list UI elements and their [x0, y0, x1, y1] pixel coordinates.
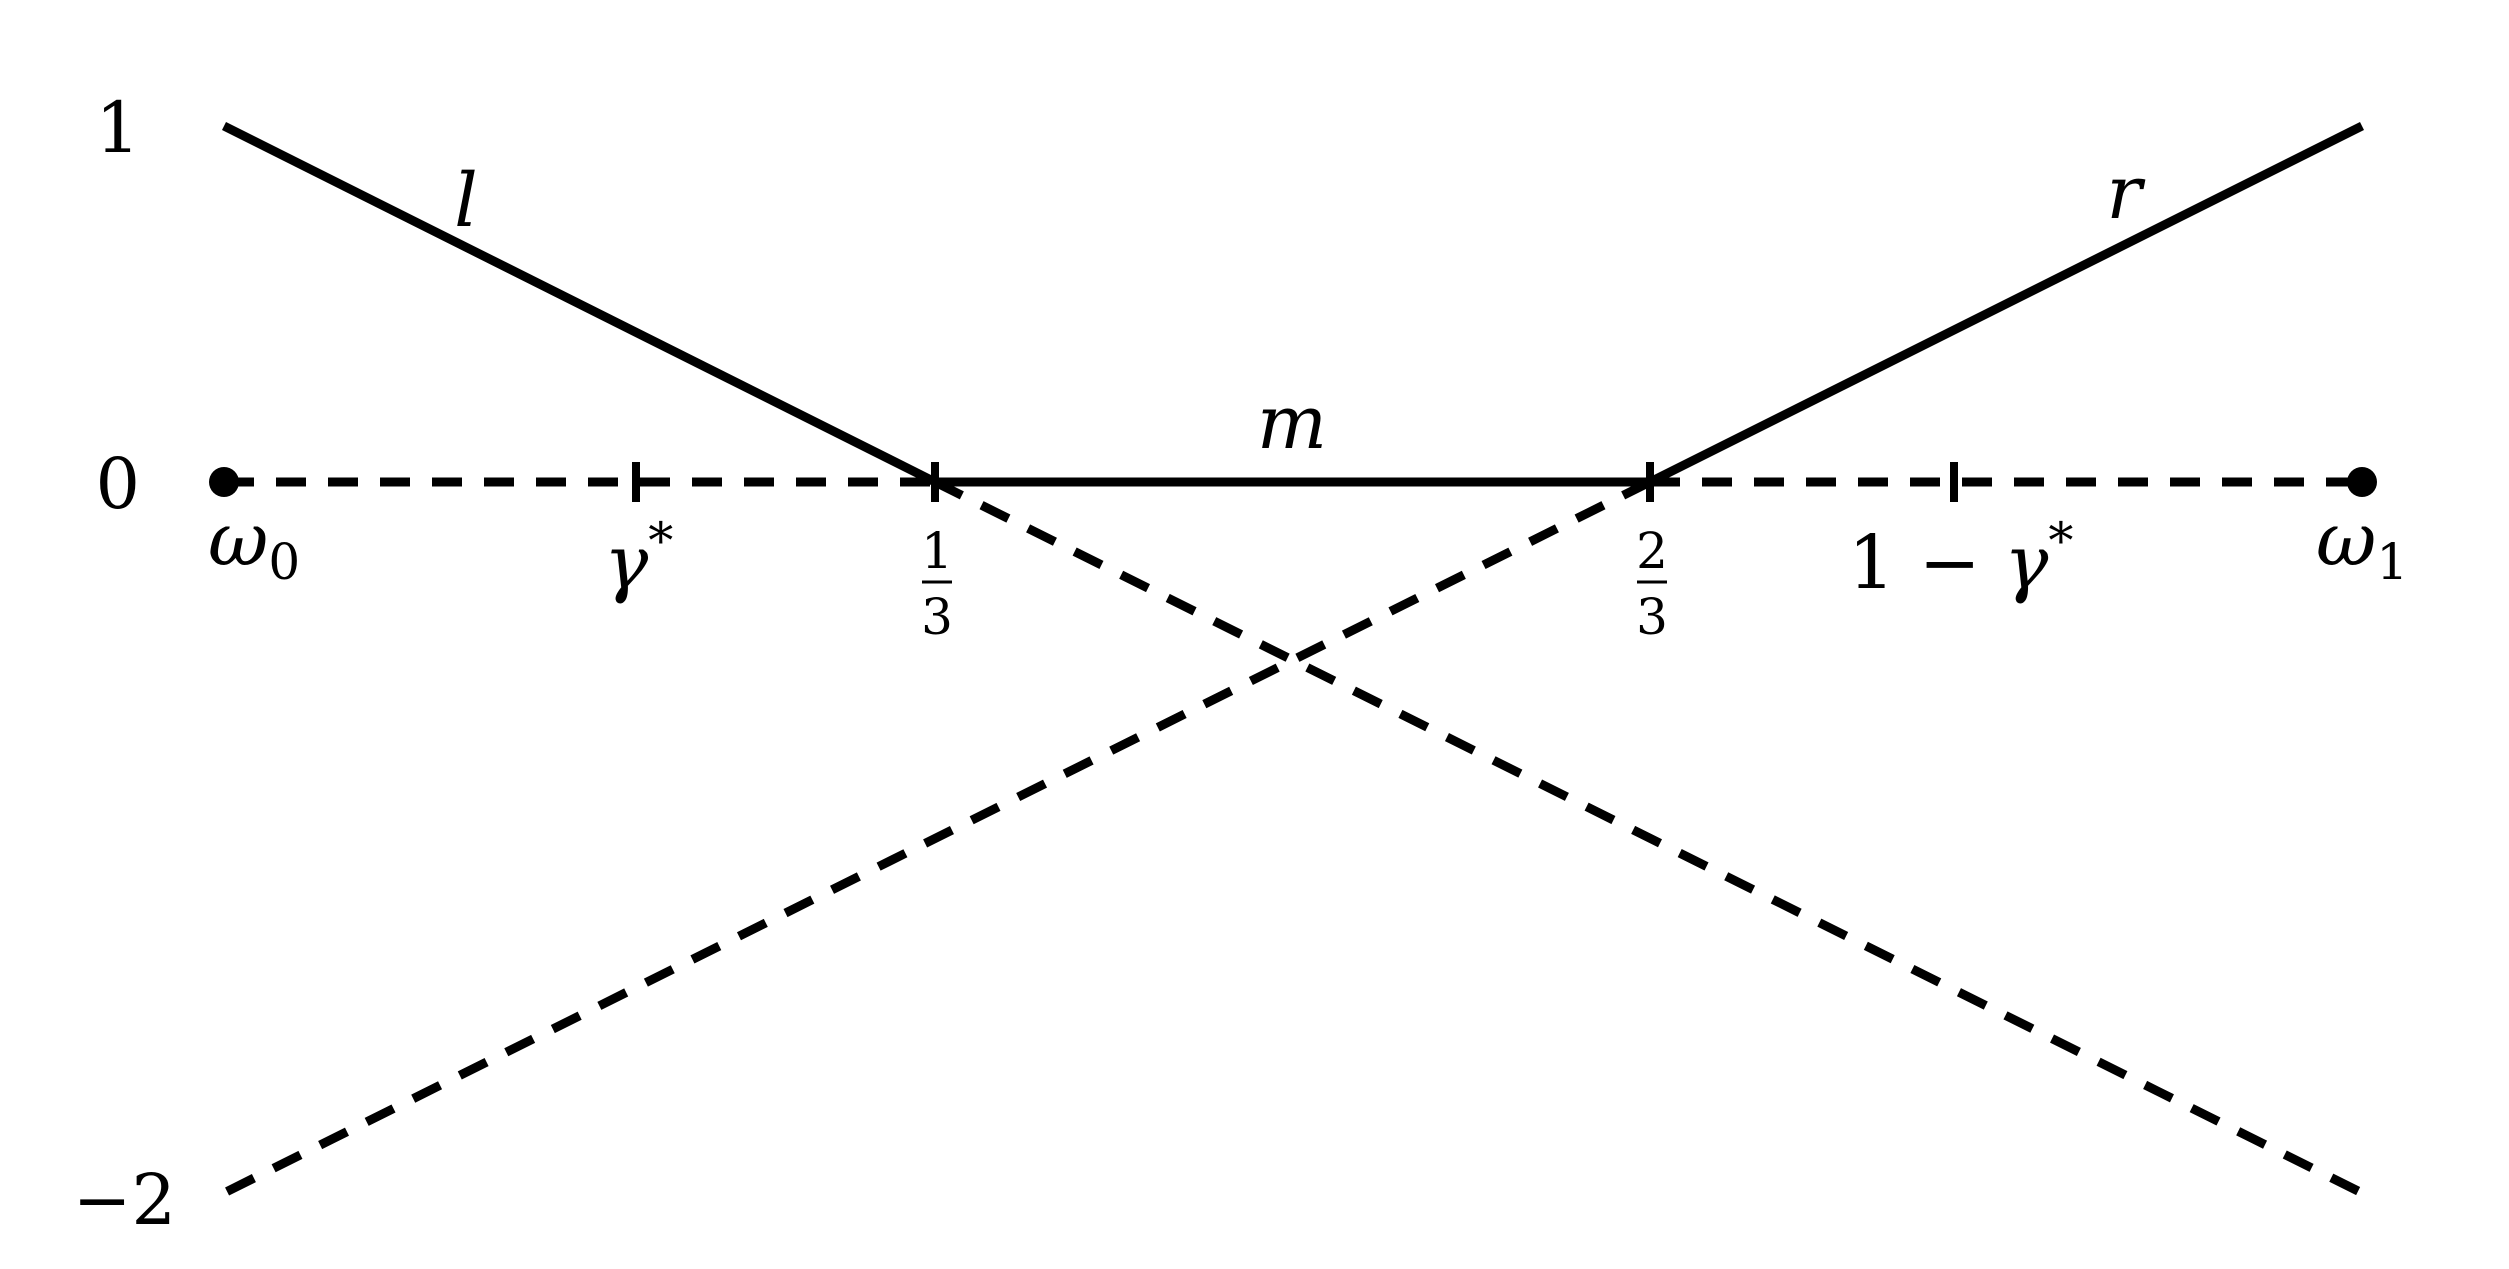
x-label-gamma-star: γ*	[604, 512, 673, 606]
line-r-solid	[1647, 121, 2365, 487]
one-third-numerator: 1	[921, 522, 953, 580]
one-third-denominator: 3	[921, 588, 953, 646]
line-label-l: l	[454, 158, 478, 244]
x-label-one-minus-gamma-star: 1 − γ*	[1848, 512, 2073, 606]
line-l-solid	[221, 121, 938, 487]
y-label-one: 1	[95, 87, 140, 169]
endpoint-dot-omega0	[209, 467, 239, 497]
line-label-r: r	[2106, 150, 2146, 236]
x-label-omega0: ω0	[208, 497, 300, 591]
line-r-dashed-extension	[221, 477, 1653, 1198]
y-label-minus-two: −2	[73, 1159, 176, 1241]
line-label-m: m	[1257, 380, 1327, 466]
y-label-zero: 0	[95, 443, 140, 525]
endpoint-dot-omega1	[2347, 467, 2377, 497]
line-l-dashed-extension	[932, 477, 2365, 1198]
two-thirds-numerator: 2	[1636, 522, 1668, 580]
x-label-two-thirds: 2 3	[1636, 522, 1668, 646]
x-label-omega1: ω1	[2316, 497, 2408, 591]
two-thirds-denominator: 3	[1636, 588, 1668, 646]
x-label-one-third: 1 3	[921, 522, 953, 646]
